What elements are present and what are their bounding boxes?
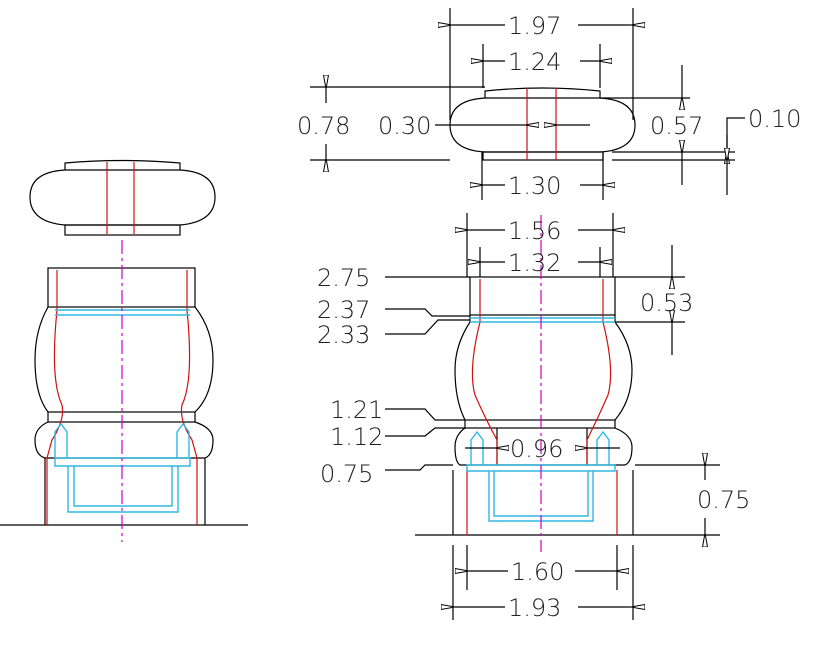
dim-cap-height: 0.78 [297,112,350,140]
right-cap-view: 1.97 1.24 1.30 0.78 0.30 0.57 0.10 [297,8,801,200]
dim-cap-lip: 0.10 [748,105,801,133]
dim-rim-height: 0.53 [640,289,693,317]
level-3: 2.33 [317,321,370,349]
dim-cap-slot: 0.30 [378,112,431,140]
level-2: 2.37 [317,296,370,324]
dim-base-outer-width: 1.93 [508,594,561,622]
dim-cap-body-height: 0.57 [650,112,703,140]
level-neck-bottom: 1.12 [330,423,383,451]
level-neck-top: 1.21 [330,396,383,424]
dim-body-outer-width: 1.56 [508,217,561,245]
dim-neck-width: 0.96 [510,435,563,463]
left-body [0,240,248,542]
dim-cap-top-width: 1.24 [508,48,561,76]
dim-body-inner-width: 1.32 [508,249,561,277]
dim-base-height: 0.75 [697,486,750,514]
level-base: 0.75 [320,460,373,488]
dim-cap-bottom-width: 1.30 [508,172,561,200]
dim-cap-outer-width: 1.97 [508,12,561,40]
left-elevation-view [0,159,248,542]
right-body-view: 1.56 1.32 2.75 2.37 2.33 0.53 1.21 1.12 … [317,213,750,622]
left-cap [29,159,216,236]
level-top: 2.75 [317,264,370,292]
dim-base-inner-width: 1.60 [511,558,564,586]
